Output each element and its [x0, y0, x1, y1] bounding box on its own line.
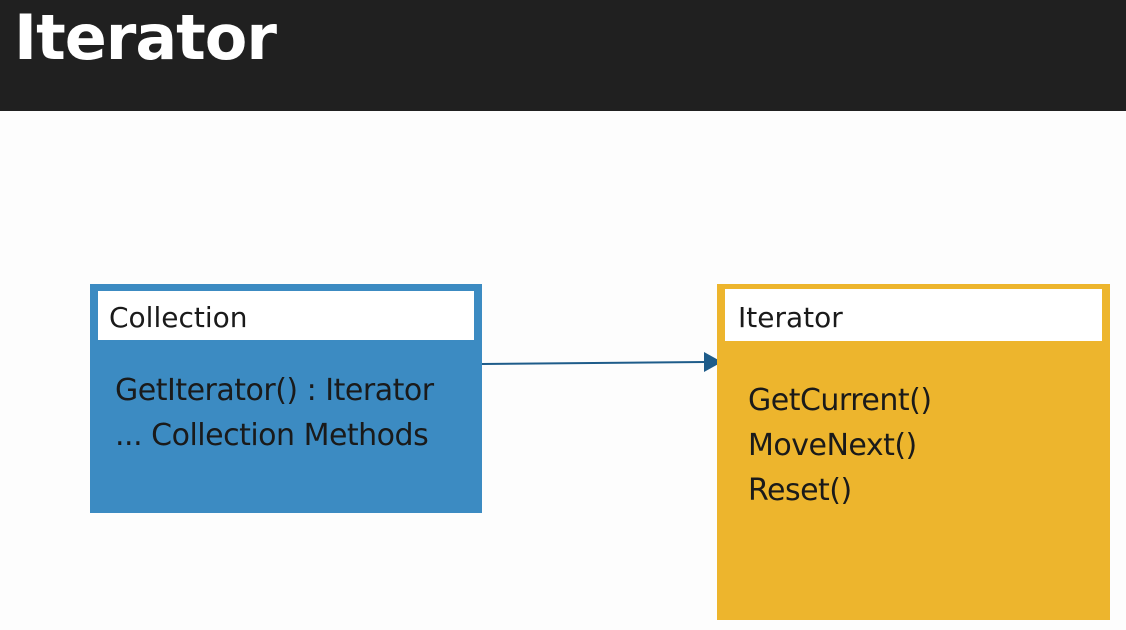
collection-member-get-iterator: GetIterator() : Iterator [115, 373, 434, 408]
collection-class-box: Collection GetIterator() : Iterator ... … [90, 284, 482, 513]
iterator-class-box: Iterator GetCurrent() MoveNext() Reset() [717, 284, 1110, 620]
iterator-class-name: Iterator [738, 301, 843, 334]
iterator-member-list: GetCurrent() MoveNext() Reset() [748, 378, 932, 513]
iterator-member-reset: Reset() [748, 473, 852, 508]
collection-member-methods: ... Collection Methods [115, 418, 429, 453]
association-arrow-line [481, 361, 706, 365]
slide-title-bar: Iterator [0, 0, 1126, 111]
slide-title: Iterator [14, 1, 277, 74]
collection-member-list: GetIterator() : Iterator ... Collection … [115, 368, 434, 458]
collection-class-header: Collection [98, 291, 474, 340]
iterator-member-move-next: MoveNext() [748, 428, 917, 463]
iterator-member-get-current: GetCurrent() [748, 383, 932, 418]
iterator-class-header: Iterator [725, 289, 1102, 341]
collection-class-name: Collection [109, 301, 248, 334]
association-arrow-head [704, 352, 722, 372]
